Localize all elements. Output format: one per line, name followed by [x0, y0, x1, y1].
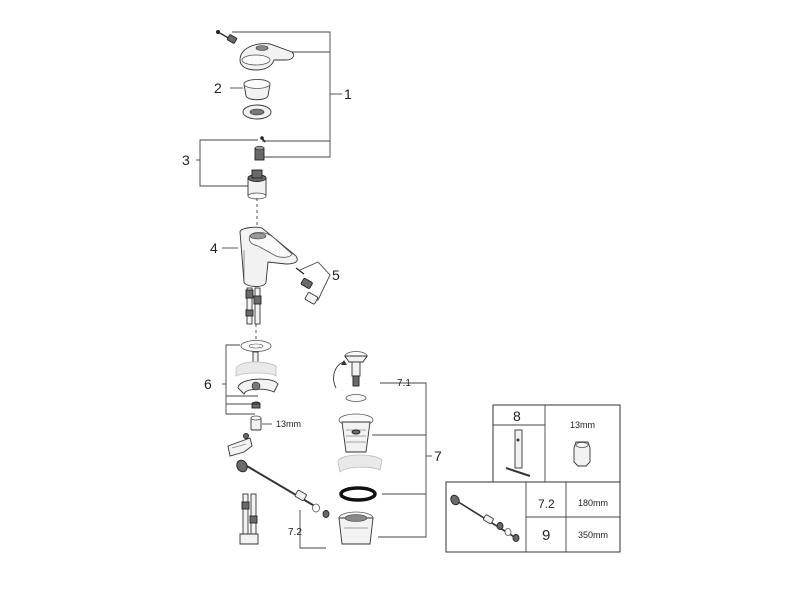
callout-4: 4 [210, 240, 218, 256]
cover-cap [243, 79, 271, 101]
callout-1: 1 [344, 86, 352, 102]
popup-plug [344, 351, 368, 387]
pull-rod-icon [450, 494, 520, 542]
bottom-hoses [239, 493, 259, 545]
aerator-parts [295, 267, 319, 305]
accessory-box: 8 13mm [492, 404, 621, 483]
rod-row-1-length: 180mm [578, 498, 608, 508]
popup-seal [345, 394, 367, 402]
nut-size-label: 13mm [276, 419, 301, 429]
cartridge-body [247, 169, 267, 200]
tool-size-label: 13mm [570, 420, 595, 430]
cartridge-spindle [254, 145, 265, 161]
callout-3: 3 [182, 152, 190, 168]
mounting-gasket [240, 340, 272, 352]
rod-row-1-part: 7.2 [538, 497, 555, 511]
waste-o-ring [339, 486, 377, 502]
callout-2: 2 [214, 80, 222, 96]
rod-row-2-length: 350mm [578, 530, 608, 540]
callout-7-1: 7.1 [397, 378, 411, 389]
rotation-arrow [333, 361, 345, 389]
ghost-basin-waste [337, 454, 383, 473]
set-screw-top [216, 30, 238, 44]
callout-6-bracket [222, 344, 258, 415]
wrench-tool-icon [505, 429, 531, 477]
callout-5: 5 [332, 267, 340, 283]
pull-rod-assembly [236, 459, 330, 518]
grub-screw [260, 136, 266, 143]
c-washer [237, 378, 279, 395]
lever-handle [239, 43, 295, 71]
callout-6: 6 [204, 376, 212, 392]
fixing-nut [250, 415, 262, 431]
callout-7-2-bracket [299, 510, 326, 549]
callout-7-bracket [372, 382, 432, 538]
rod-table: 7.2 180mm 9 350mm [445, 481, 621, 553]
callout-7: 7 [434, 448, 442, 464]
callout-7-2: 7.2 [288, 527, 302, 538]
supply-hoses [245, 287, 262, 325]
fixing-nut-small [251, 401, 261, 409]
waste-flange [338, 413, 374, 453]
hex-socket-icon [573, 441, 591, 467]
seal-ring [242, 104, 272, 120]
waste-nut [338, 511, 374, 545]
callout-3-bracket [196, 139, 258, 187]
ghost-basin [235, 361, 277, 377]
lift-rod-bracket [227, 433, 253, 457]
rod-row-2-part: 9 [542, 527, 550, 544]
accessory-box-label: 8 [513, 408, 521, 424]
faucet-body [239, 226, 298, 287]
